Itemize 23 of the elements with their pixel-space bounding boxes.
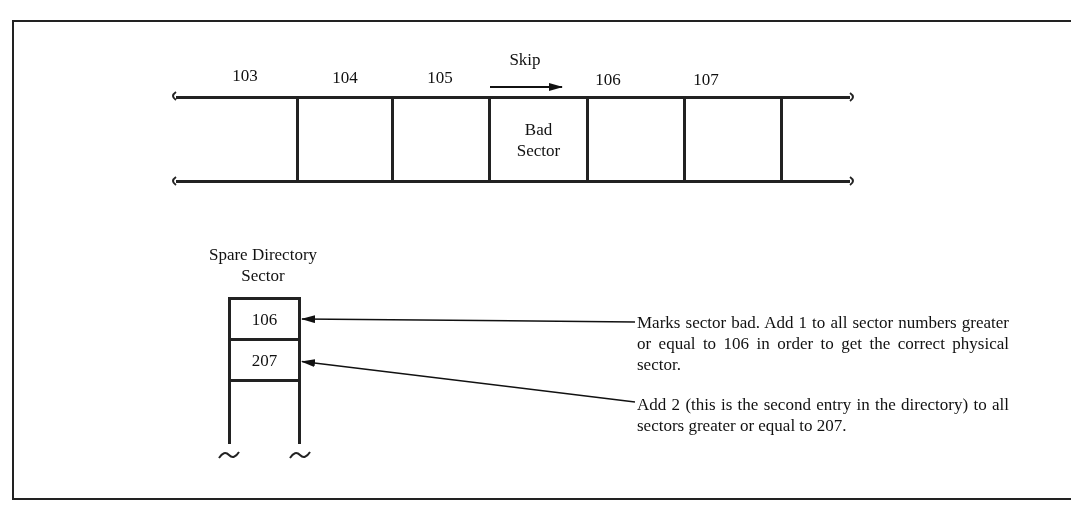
sector-cell xyxy=(182,96,299,183)
note-text: Marks sector bad. Add 1 to all sector numbers greater or equal to 106 in order to get the correct physical sector. xyxy=(637,312,1009,375)
sector-text: 106 xyxy=(251,308,278,330)
sector-cell xyxy=(394,96,491,183)
directory-entry xyxy=(228,297,301,341)
directory-entry xyxy=(228,341,301,382)
leader-arrow xyxy=(301,315,636,324)
sector-number: 107 xyxy=(693,70,719,90)
sector-cell xyxy=(589,96,686,183)
leader-arrow xyxy=(301,359,636,403)
directory-cell xyxy=(228,382,301,444)
sector-number: 106 xyxy=(595,70,621,90)
sector-cell xyxy=(299,96,394,183)
sector-number: 105 xyxy=(427,68,453,88)
sector-number: 104 xyxy=(332,68,358,88)
skip-label: Skip xyxy=(509,50,541,70)
directory-heading: Spare Directory Sector xyxy=(207,244,319,286)
sector-text: Bad Sector xyxy=(516,118,561,161)
sector-cell xyxy=(686,96,783,183)
sector-text: 207 xyxy=(251,349,278,371)
note-text: Add 2 (this is the second entry in the directory) to all sectors greater or equal to 207. xyxy=(637,394,1009,436)
sector-number: 103 xyxy=(232,66,258,86)
sector-cell xyxy=(783,96,844,183)
